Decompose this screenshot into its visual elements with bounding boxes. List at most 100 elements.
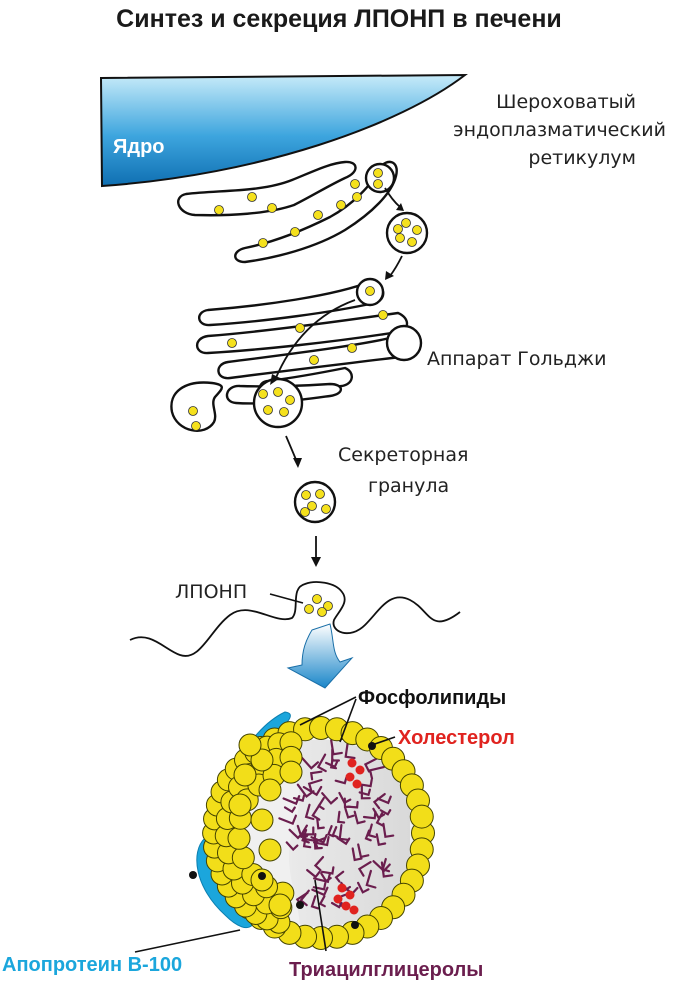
- cholesterol-molecule: [345, 890, 355, 900]
- triacylglycerol-chain: [302, 785, 323, 797]
- vldl-leader: [269, 593, 304, 604]
- triacylglycerol-chain: [372, 807, 386, 820]
- triacylglycerol-chain: [300, 756, 319, 770]
- lipid-droplet: [401, 218, 411, 228]
- triacylglycerol-chain: [330, 739, 343, 756]
- lipid-droplet: [309, 355, 319, 365]
- cell-membrane: [129, 581, 461, 657]
- triacylglycerol-chain: [321, 792, 339, 805]
- lipid-droplet: [313, 210, 323, 220]
- cholesterol-molecule: [337, 883, 347, 893]
- phospholipid: [227, 826, 251, 850]
- triacylglycerol-chain: [316, 818, 325, 830]
- rough-er-label-line3: ретикулум: [528, 147, 636, 169]
- triacylglycerol-chain: [360, 784, 371, 800]
- triacylglycerol-chain: [310, 895, 320, 910]
- lipid-droplet: [336, 200, 346, 210]
- cholesterol-molecule: [333, 894, 343, 904]
- triacylglycerol-chain: [329, 758, 338, 770]
- triacylglycerol-chain: [380, 861, 394, 878]
- triacylglycerol-chain: [334, 776, 348, 785]
- triacylglycerol-chain: [309, 770, 323, 781]
- lipid-droplet: [323, 601, 333, 611]
- lipid-droplet: [373, 168, 383, 178]
- phospholipid: [238, 733, 262, 757]
- phospholipid: [228, 793, 252, 817]
- triacylglycerol-chain: [338, 791, 352, 805]
- lipid-droplet: [373, 179, 383, 189]
- lipid-droplet: [407, 237, 417, 247]
- vldl-label: ЛПОНП: [175, 581, 247, 603]
- triacylglycerol-chain: [313, 856, 325, 872]
- lipid-droplet: [295, 323, 305, 333]
- phospholipid: [279, 760, 303, 784]
- triacylglycerol-chain: [313, 836, 330, 847]
- apoprotein-leader: [134, 929, 241, 953]
- nucleus: Ядро: [99, 73, 468, 188]
- rough-er-vesicles: [214, 168, 422, 248]
- triacylglycerol-chain: [316, 753, 327, 773]
- triacylglycerol-chain: [336, 810, 346, 824]
- triacylglycerol-chain: [353, 810, 366, 825]
- phospholipid: [231, 846, 255, 870]
- lipid-droplet: [393, 224, 403, 234]
- rough-er-label-line2: эндоплазматический: [453, 119, 666, 141]
- triacylglycerol-chain: [351, 847, 363, 862]
- lipid-droplet: [352, 192, 362, 202]
- lipid-droplet: [258, 389, 268, 399]
- triacylglycerol-chain: [382, 822, 395, 839]
- lipid-droplet: [214, 205, 224, 215]
- lipid-droplet: [279, 407, 289, 417]
- granule-label-line1: Секреторная: [338, 444, 468, 466]
- triacylglycerol-chain: [321, 866, 335, 875]
- lipid-droplet: [317, 607, 327, 617]
- triacylglycerol-chain: [285, 841, 299, 852]
- phospholipid-layer: [189, 716, 435, 950]
- phospholipid-head: [296, 901, 304, 909]
- apoprotein-label: Апопротеин B-100: [2, 954, 182, 976]
- lipid-droplet: [273, 387, 283, 397]
- triacylglycerol-chain: [365, 869, 377, 889]
- triacylglycerol-chain: [292, 794, 306, 802]
- lipid-droplet: [365, 286, 375, 296]
- phospholipids-leader-2: [339, 698, 357, 743]
- lipid-droplet: [312, 594, 322, 604]
- lipid-droplet: [267, 203, 277, 213]
- lipid-droplet: [300, 507, 310, 517]
- phospholipid: [250, 808, 274, 832]
- cholesterol-molecule: [355, 765, 365, 775]
- triacylglycerol-chain: [325, 760, 339, 769]
- phospholipids-label: Фосфолипиды: [358, 687, 506, 709]
- triacylglycerol-chain: [311, 803, 321, 821]
- triacylglycerol-chain: [364, 829, 372, 842]
- triacylglycerol-chain: [376, 795, 392, 805]
- cholesterol-molecule: [341, 901, 351, 911]
- cholesterol-molecules: [333, 758, 365, 915]
- rough-er-label-line1: Шероховатый: [496, 91, 636, 113]
- triacylglycerol-chain: [375, 833, 387, 846]
- triacylglycerol-chain: [313, 872, 331, 884]
- triacylglycerol-chain: [368, 766, 385, 780]
- golgi-apparatus: [170, 277, 423, 432]
- lipid-droplet: [315, 489, 325, 499]
- cholesterol-leader: [371, 736, 396, 746]
- lipid-droplet: [263, 405, 273, 415]
- vldl-particles: [304, 594, 333, 617]
- triacylglycerol-chain: [336, 837, 351, 846]
- lipid-droplet: [321, 504, 331, 514]
- triacylglycerol-chain: [307, 778, 323, 793]
- phospholipid: [258, 778, 282, 802]
- triacylglycerol-chain: [304, 803, 315, 821]
- triacylglycerol-chain: [344, 807, 355, 819]
- golgi-vesicles: [188, 286, 388, 431]
- rough-er-label: Шероховатый эндоплазматический ретикулум: [453, 91, 666, 169]
- triacylglycerol-chain: [357, 861, 372, 877]
- lipid-droplet: [188, 406, 198, 416]
- phospholipid: [233, 763, 257, 787]
- secretory-granule: [293, 480, 337, 524]
- triacylglycerol-chain: [372, 793, 386, 810]
- granule-label-line2: гранула: [368, 475, 449, 497]
- lipid-droplet: [307, 501, 317, 511]
- lipid-droplet: [350, 179, 360, 189]
- secretion-arrow: [286, 623, 354, 689]
